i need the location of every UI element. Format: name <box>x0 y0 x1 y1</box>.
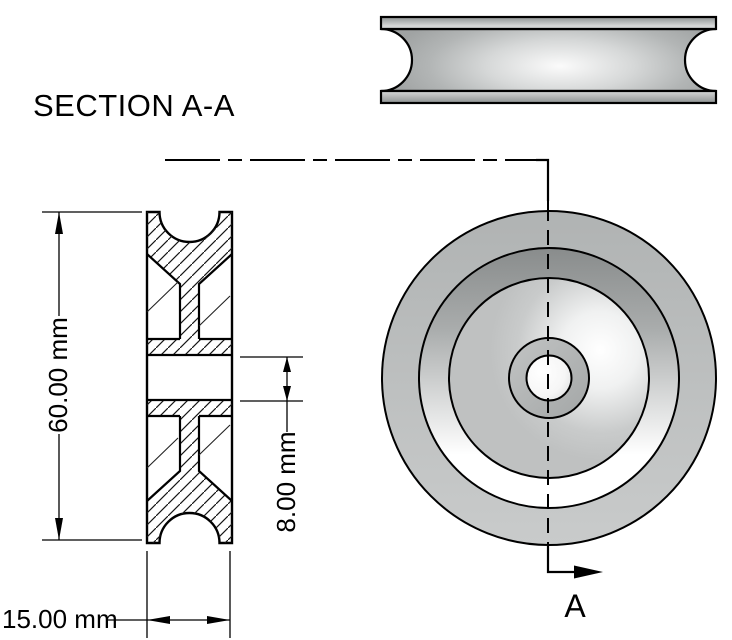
dimension-outer-diameter <box>42 211 142 541</box>
top-view-flange-lower <box>379 89 718 105</box>
section-recess-lines <box>146 281 231 469</box>
section-view <box>145 210 234 545</box>
section-internal-edges <box>146 253 233 502</box>
dimension-label-width: 15.00 mm <box>2 604 118 634</box>
dimension-label-outer-diameter: 60.00 mm <box>43 310 74 440</box>
extension-lines <box>240 356 303 402</box>
section-arrow <box>574 565 603 579</box>
section-title: SECTION A-A <box>33 88 235 123</box>
arrowhead-right <box>207 616 230 624</box>
arrowhead-down <box>55 518 63 540</box>
section-arrow-label: A <box>564 588 586 624</box>
arrowhead-left <box>147 616 170 624</box>
extension-lines <box>146 551 231 638</box>
top-view <box>379 15 718 105</box>
top-view-flange-upper <box>379 15 718 31</box>
arrowhead-up <box>55 212 63 234</box>
dimension-text: 8.00 mm <box>271 431 302 533</box>
section-hatching <box>147 212 232 543</box>
dimension-text: 60.00 mm <box>43 317 74 433</box>
top-view-body <box>380 27 717 93</box>
dimension-width <box>108 551 231 638</box>
arrowhead-up <box>283 357 291 372</box>
arrowhead-down <box>283 386 291 401</box>
dimension-bore <box>240 356 303 432</box>
dimension-label-bore: 8.00 mm <box>271 427 302 537</box>
